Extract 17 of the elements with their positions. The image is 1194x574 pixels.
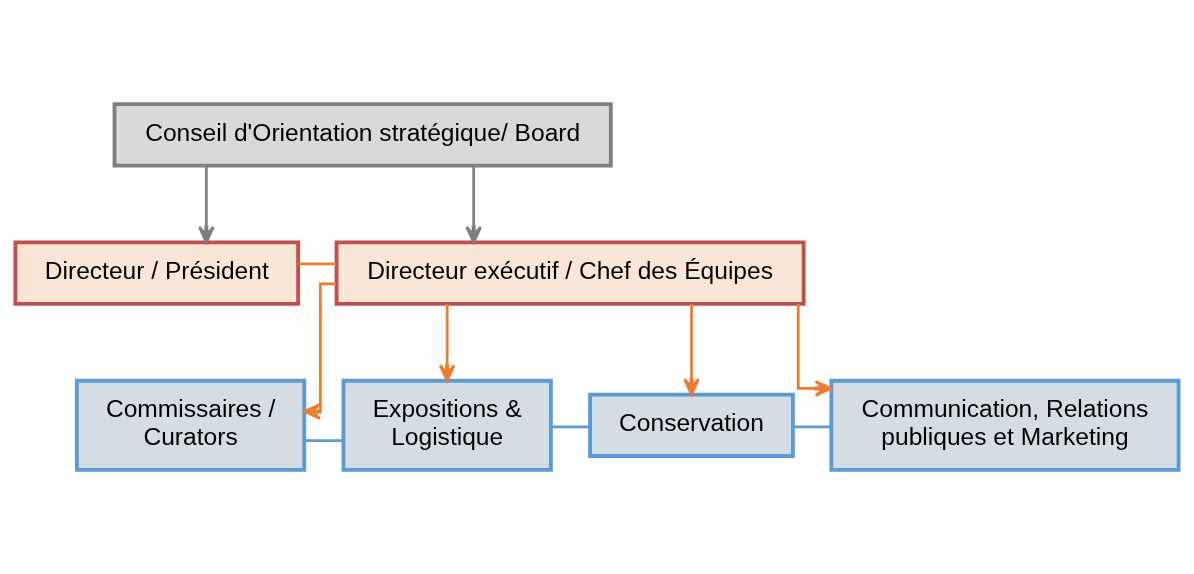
node-box: Commissaires / Curators xyxy=(74,378,307,472)
node-box: Directeur / Président xyxy=(13,240,301,306)
arrow xyxy=(465,166,482,244)
node-box: Communication, Relations publiques et Marketing xyxy=(829,378,1181,472)
node-box: Directeur exécutif / Chef des Équipes xyxy=(334,240,806,306)
node-box: Conservation xyxy=(588,392,795,458)
connector xyxy=(551,425,590,429)
arrow xyxy=(438,303,456,383)
arrow xyxy=(198,166,215,244)
arrow xyxy=(683,303,700,396)
connector xyxy=(304,439,344,443)
connector xyxy=(298,262,337,266)
arrow xyxy=(796,304,833,397)
arrow xyxy=(303,282,337,420)
connector xyxy=(793,425,831,429)
node-box: Expositions & Logistique xyxy=(341,378,553,472)
node-box: Conseil d'Orientation stratégique/ Board xyxy=(112,102,613,168)
